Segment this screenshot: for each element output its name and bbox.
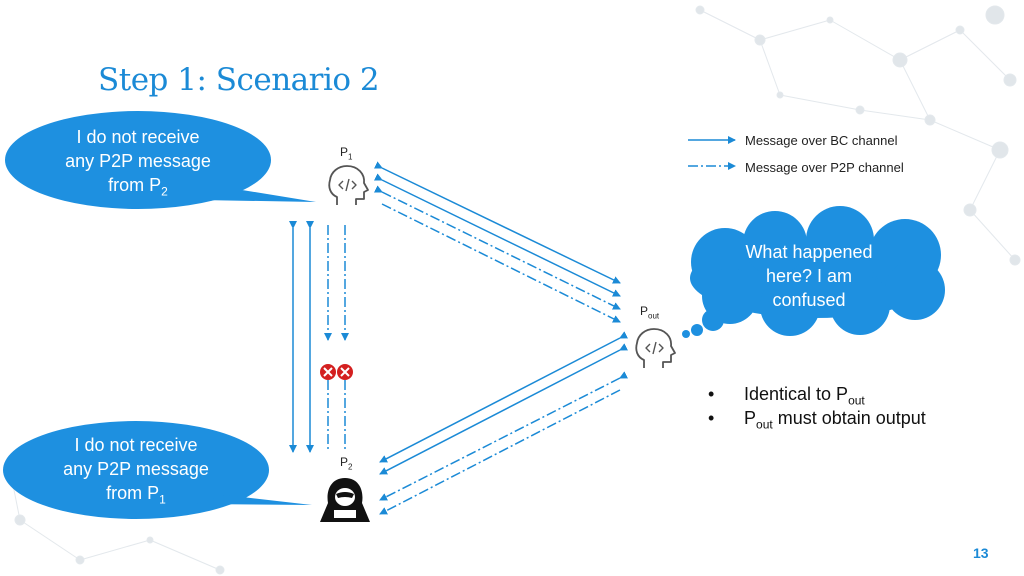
bc-vertical-arrows — [289, 221, 314, 453]
blocked-icon-right — [337, 364, 353, 380]
bubble-p1-line3: from P2 — [108, 175, 168, 199]
pout-head-icon — [635, 328, 676, 368]
slide-title: Step 1: Scenario 2 — [98, 62, 380, 98]
bubble-p1-line2: any P2P message — [65, 151, 211, 171]
bubble-p2-text: I do not receive any P2P message from P1 — [36, 433, 236, 512]
legend-lines — [688, 136, 736, 170]
legend-p2p-label: Message over P2P channel — [745, 160, 904, 175]
bubble-p2-line2: any P2P message — [63, 459, 209, 479]
bubble-p1-text: I do not receive any P2P message from P2 — [38, 125, 238, 204]
thought-cloud — [682, 206, 945, 338]
node-label-p2: P2 — [340, 455, 353, 472]
cloud-text: What happened here? I am confused — [716, 240, 902, 312]
bubble-p2-line3: from P1 — [106, 483, 166, 507]
background-network-top-right — [695, 5, 1021, 266]
speech-bubble-p2 — [3, 421, 312, 519]
node-label-p1: P1 — [340, 145, 353, 162]
p1-pout-arrows — [373, 161, 621, 323]
speech-bubble-p1 — [5, 111, 316, 209]
cloud-line3: confused — [772, 290, 846, 310]
bubble-p2-line1: I do not receive — [74, 435, 198, 455]
p1-head-icon — [328, 165, 369, 205]
legend-bc-label: Message over BC channel — [745, 133, 898, 148]
bullet-marker: • — [708, 384, 715, 404]
p2-hacker-icon — [320, 478, 370, 522]
page-number: 13 — [973, 545, 989, 561]
cloud-line2: here? I am — [765, 266, 853, 286]
node-label-pout: Pout — [640, 304, 660, 321]
bubble-p1-line1: I do not receive — [76, 127, 200, 147]
p2p-vertical-arrows — [324, 225, 349, 450]
cloud-line1: What happened — [745, 242, 873, 262]
p2-pout-arrows — [379, 331, 629, 515]
blocked-icon-left — [320, 364, 336, 380]
bullet-marker: • — [708, 408, 715, 428]
